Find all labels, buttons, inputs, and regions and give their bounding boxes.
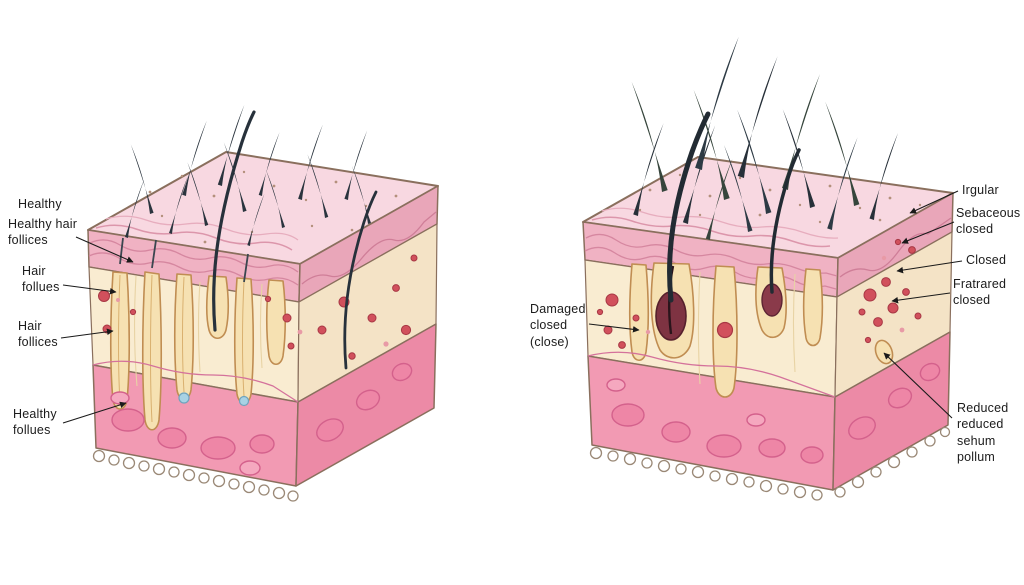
right-dermis-striations [697, 271, 796, 385]
right-pebble-row [589, 426, 951, 501]
label-irgular: Irgular [962, 183, 999, 197]
pointer-closed [896, 260, 963, 274]
pointer-healthy-follues [62, 401, 127, 424]
pointer-hair-follices [60, 328, 114, 339]
left-top-speckles [148, 170, 410, 244]
pointer-lines [60, 190, 963, 424]
label-closed: Closed [966, 253, 1007, 267]
left-dermis-striations [134, 275, 263, 387]
label-reduced-sebum: Reduced reduced sehum pollum [957, 401, 1009, 464]
left-hair-follicles [109, 271, 287, 431]
pointer-fratrared-closed [891, 292, 951, 304]
left-blue-gland-1 [178, 392, 190, 404]
damaged-skin-panel [582, 36, 954, 501]
pointer-reduced-sebum [883, 352, 953, 419]
label-fratrared-closed: Fratrared closed [953, 277, 1007, 308]
label-healthy-hair-follicles: Healthy hair follices [8, 217, 78, 248]
label-sebaceous-closed: Sebaceous closed [956, 206, 1021, 237]
right-follicle-red-gland [716, 321, 734, 339]
left-hypodermis-boundary [92, 360, 299, 403]
label-damaged-closed: Damaged closed (close) [530, 302, 586, 349]
label-healthy: Healthy [18, 197, 62, 211]
left-long-hair-2 [343, 190, 378, 370]
left-blue-gland-2 [238, 395, 250, 407]
pointer-irgular [909, 190, 959, 214]
left-pebble-row [92, 449, 299, 502]
right-fat-lobules [606, 362, 941, 464]
right-hypodermis-boundary [587, 351, 836, 398]
damaged-thick-hair-2 [769, 148, 801, 294]
left-long-hair-1 [212, 110, 256, 332]
pointer-hair-follues [62, 284, 117, 295]
right-top-speckles [638, 173, 922, 224]
label-healthy-follues: Healthy follues [13, 407, 57, 438]
damaged-thick-hair-1 [667, 111, 711, 303]
left-fat-lobules [110, 362, 413, 476]
right-red-glands [596, 238, 922, 349]
pointer-healthy-hair-follicles [75, 236, 134, 263]
pointer-sebaceous-closed [901, 221, 955, 244]
label-hair-follices: Hair follices [18, 319, 58, 350]
pointer-damaged-closed [588, 323, 640, 333]
right-epidermis-texture [584, 217, 952, 290]
left-epidermis-hair-shafts [119, 237, 249, 283]
left-follicle-canals [118, 274, 245, 423]
healthy-skin-panel [87, 104, 439, 502]
label-hair-follues: Hair follues [22, 264, 60, 295]
